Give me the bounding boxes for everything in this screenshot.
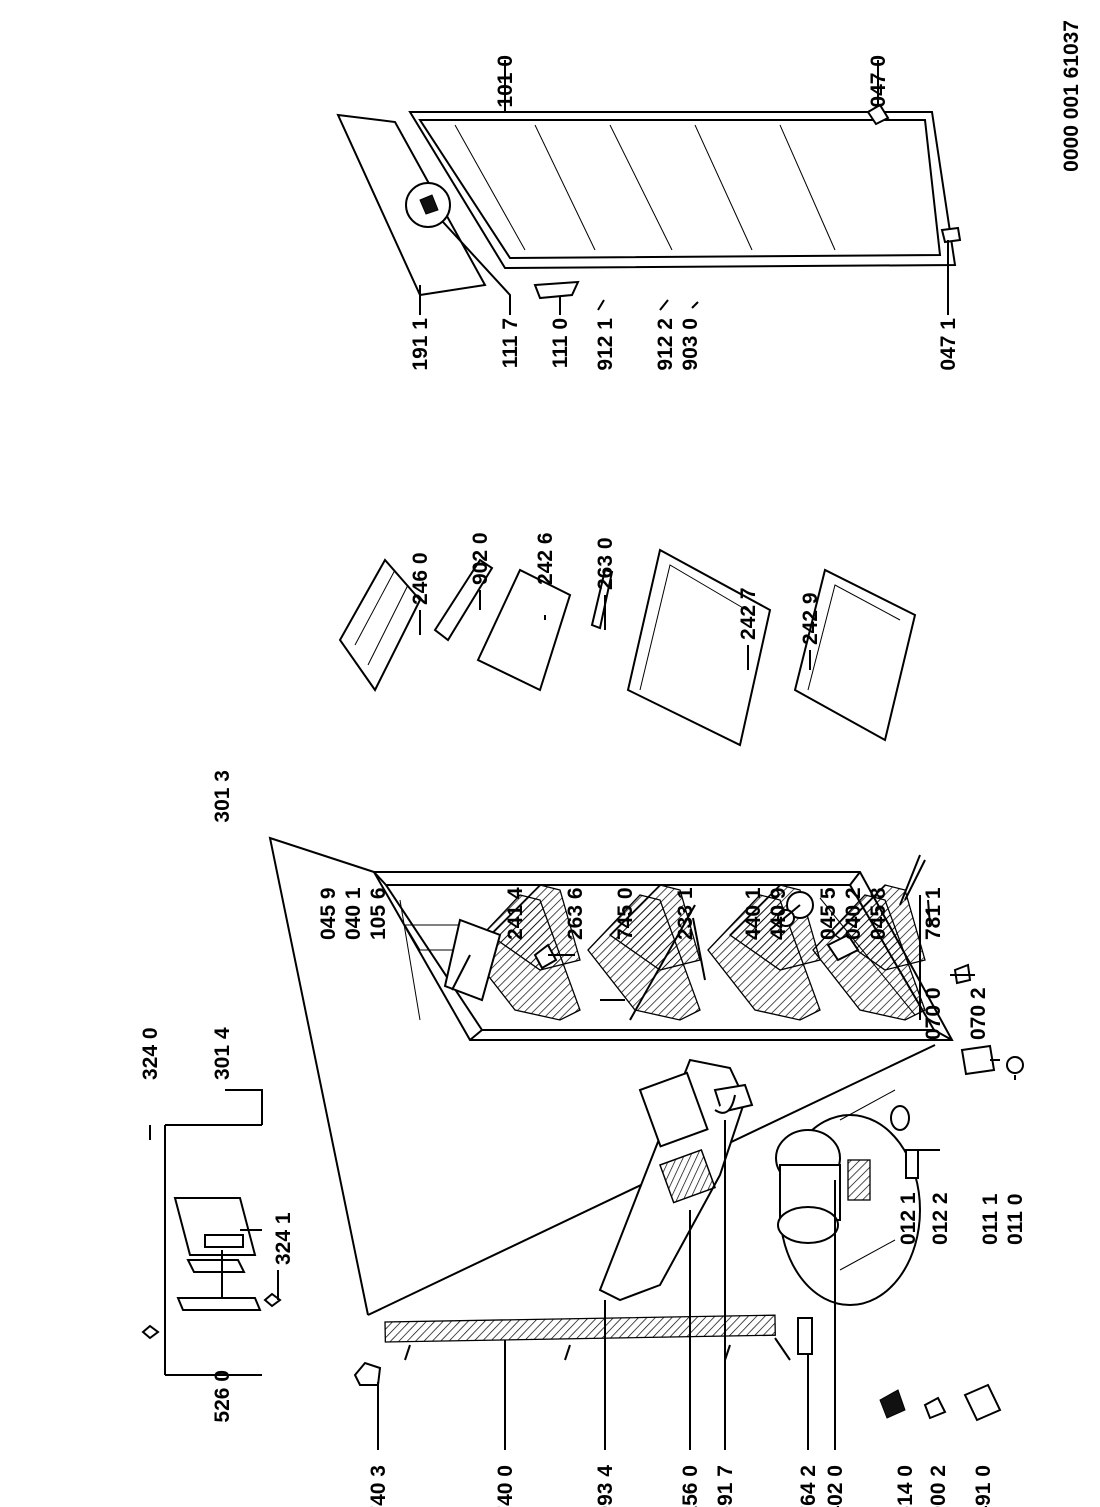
label-4910: 491 0 bbox=[972, 1465, 995, 1507]
door-assembly bbox=[336, 111, 957, 300]
label-0470: 047 0 bbox=[867, 55, 890, 108]
part-0470-hinge bbox=[866, 103, 890, 126]
label-9002: 900 2 bbox=[927, 1465, 950, 1507]
part-labels: 740 3 740 0 993 4 156 0 691 7 764 2 402 … bbox=[139, 55, 1027, 1507]
label-0471: 047 1 bbox=[937, 318, 960, 371]
part-9002-clip bbox=[923, 1396, 947, 1420]
part-2331-rail bbox=[629, 904, 696, 1021]
label-0459: 045 9 bbox=[317, 887, 340, 940]
label-7400: 740 0 bbox=[494, 1465, 517, 1507]
label-0122: 012 2 bbox=[929, 1192, 952, 1245]
label-2414: 241 4 bbox=[504, 887, 527, 940]
label-3014: 301 4 bbox=[211, 1027, 234, 1080]
label-1010: 101 0 bbox=[494, 55, 517, 108]
label-2636: 263 6 bbox=[564, 887, 587, 940]
label-3241: 324 1 bbox=[272, 1212, 295, 1265]
label-1056: 105 6 bbox=[367, 887, 390, 940]
part-0110-foot bbox=[1006, 1056, 1024, 1074]
part-2636-latch bbox=[533, 943, 558, 970]
freezer-shelves bbox=[467, 884, 926, 1021]
label-6140: 614 0 bbox=[894, 1465, 917, 1507]
part-2630-strip bbox=[590, 568, 614, 630]
label-2460: 246 0 bbox=[409, 552, 432, 605]
label-7642: 764 2 bbox=[797, 1465, 820, 1507]
label-2429: 242 9 bbox=[799, 592, 822, 645]
label-9934: 993 4 bbox=[594, 1465, 617, 1507]
part-7811 bbox=[899, 854, 926, 906]
label-0111: 011 1 bbox=[979, 1193, 1002, 1245]
label-2630: 263 0 bbox=[594, 537, 617, 590]
part-9030-clip bbox=[691, 301, 699, 309]
part-0122-pin bbox=[905, 1149, 919, 1179]
compressor-assembly bbox=[775, 1089, 921, 1306]
label-0702: 070 2 bbox=[967, 987, 990, 1040]
part-7642-filter bbox=[797, 1317, 813, 1355]
part-7403-cap bbox=[353, 1361, 382, 1386]
label-7403: 740 3 bbox=[367, 1465, 390, 1507]
part-0402-hinge bbox=[826, 933, 860, 962]
part-4910-cover bbox=[963, 1383, 1002, 1422]
label-9030: 903 0 bbox=[679, 318, 702, 371]
label-4409: 440 9 bbox=[767, 887, 790, 940]
part-2460-shelf bbox=[338, 558, 422, 692]
label-1117: 111 7 bbox=[499, 318, 522, 368]
label-7811: 781 1 bbox=[922, 887, 945, 940]
label-5260: 526 0 bbox=[211, 1370, 234, 1423]
label-0121: 012 1 bbox=[897, 1192, 920, 1245]
cabinet-body bbox=[268, 836, 954, 1316]
label-0401: 040 1 bbox=[342, 887, 365, 940]
side-condenser bbox=[384, 1314, 791, 1361]
leader-lines bbox=[149, 60, 1016, 1450]
document-number: 0000 001 61037 bbox=[1060, 20, 1083, 172]
label-3013: 301 3 bbox=[211, 770, 234, 823]
label-1560: 156 0 bbox=[679, 1465, 702, 1507]
label-6917: 691 7 bbox=[714, 1465, 737, 1507]
label-7450: 745 0 bbox=[614, 887, 637, 940]
part-2427-basket bbox=[626, 548, 772, 747]
label-1110: 111 0 bbox=[549, 318, 572, 368]
label-9121: 912 1 bbox=[594, 318, 617, 371]
label-0402: 040 2 bbox=[842, 887, 865, 940]
control-panel bbox=[598, 1058, 754, 1302]
label-4020: 402 0 bbox=[824, 1465, 847, 1507]
part-2414-flap bbox=[443, 918, 502, 1002]
part-6140-relay bbox=[879, 1389, 906, 1419]
label-2426: 242 6 bbox=[534, 532, 557, 585]
part-0111-bracket bbox=[960, 1044, 996, 1076]
label-0458: 045 8 bbox=[867, 887, 890, 940]
label-1911: 191 1 bbox=[409, 318, 432, 371]
part-9020-strip bbox=[433, 558, 494, 642]
label-4401: 440 1 bbox=[742, 887, 765, 940]
part-9122-screw bbox=[659, 299, 669, 311]
label-9122: 912 2 bbox=[654, 318, 677, 371]
part-0471-hinge bbox=[940, 226, 962, 244]
label-2427: 242 7 bbox=[737, 587, 760, 640]
label-2331: 233 1 bbox=[674, 887, 697, 940]
hinge-cover-group bbox=[141, 1124, 282, 1376]
part-2426-balcony bbox=[476, 568, 572, 692]
label-3240: 324 0 bbox=[139, 1027, 162, 1080]
label-0455: 045 5 bbox=[817, 887, 840, 940]
part-9121-screw bbox=[597, 299, 605, 311]
label-0700: 070 0 bbox=[922, 987, 945, 1040]
part-2429-basket bbox=[793, 568, 917, 742]
label-9020: 902 0 bbox=[469, 532, 492, 585]
label-0110: 011 0 bbox=[1004, 1194, 1027, 1245]
